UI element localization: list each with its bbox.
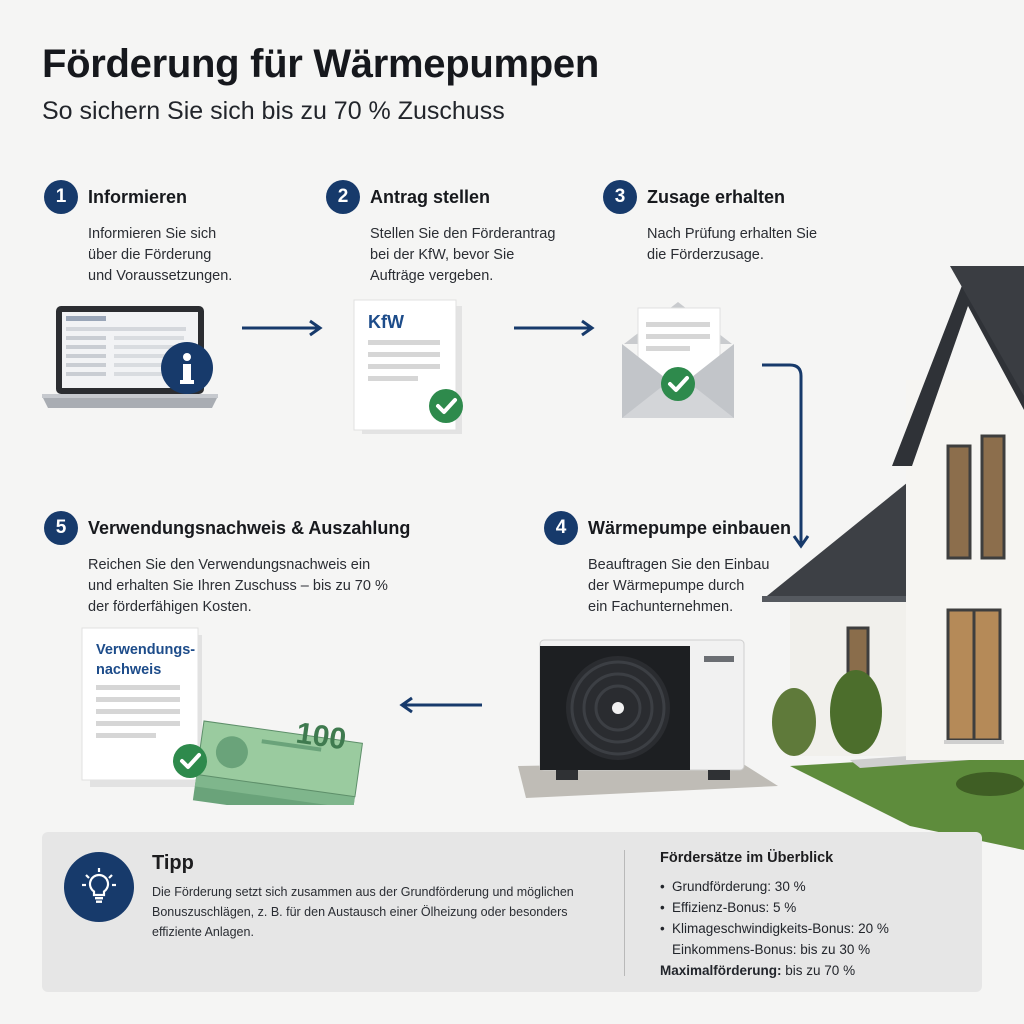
rates-max: Maximalförderung: bis zu 70 % (660, 963, 856, 978)
step-number: 4 (544, 511, 578, 545)
step-title: Zusage erhalten (647, 186, 786, 207)
arrow-left-icon (399, 696, 482, 714)
arrow-right-icon (242, 319, 323, 337)
list-item: Einkommens-Bonus: bis zu 30 % (672, 942, 871, 957)
lightbulb-icon (64, 852, 134, 922)
list-item: Klimageschwindigkeits-Bonus: 20 % (660, 918, 889, 939)
step-number: 2 (326, 180, 360, 214)
arrow-right-icon (514, 319, 595, 337)
step-title: Antrag stellen (370, 186, 491, 207)
page-subtitle: So sichern Sie sich bis zu 70 % Zuschuss (42, 97, 505, 125)
step-3: 3 Zusage erhalten Nach Prüfung erhalten … (603, 180, 817, 266)
step-description: Reichen Sie den Verwendungsnachweis ein … (88, 557, 388, 615)
step-description: Stellen Sie den Förderantrag bei der KfW… (370, 226, 556, 284)
envelope-check-icon (622, 302, 734, 418)
step-5: 5 Verwendungsnachweis & Auszahlung Reich… (44, 511, 410, 618)
step-description: Beauftragen Sie den Einbau der Wärmepump… (588, 557, 770, 615)
step-description: Informieren Sie sich über die Förderung … (88, 226, 233, 284)
list-item: Grundförderung: 30 % (660, 876, 889, 897)
kfw-logo: KfW (368, 312, 404, 332)
step-title: Verwendungsnachweis & Auszahlung (88, 517, 411, 538)
tip-box: Tipp Die Förderung setzt sich zusammen a… (42, 832, 982, 992)
house-illustration (762, 266, 1024, 850)
list-item: Effizienz-Bonus: 5 % (660, 897, 889, 918)
step-number: 1 (44, 180, 78, 214)
verwendungsnachweis-label: Verwendungs- nachweis (96, 642, 196, 678)
kfw-document-icon (353, 299, 463, 434)
rates-title: Fördersätze im Überblick (660, 850, 834, 866)
laptop-icon (42, 306, 218, 408)
divider (624, 850, 625, 976)
step-title: Informieren (88, 186, 188, 207)
document-money-icon (81, 627, 364, 805)
step-title: Wärmepumpe einbauen (588, 517, 792, 538)
step-number: 3 (603, 180, 637, 214)
step-description: Nach Prüfung erhalten Sie die Förderzusa… (647, 226, 818, 263)
step-1: 1 Informieren Informieren Sie sich über … (44, 180, 232, 287)
tip-text: Die Förderung setzt sich zusammen aus de… (152, 885, 574, 939)
rates-list: Grundförderung: 30 % Effizienz-Bonus: 5 … (660, 876, 889, 960)
page-title: Förderung für Wärmepumpen (42, 42, 599, 86)
tip-title: Tipp (152, 852, 194, 874)
step-2: 2 Antrag stellen Stellen Sie den Fördera… (326, 180, 555, 287)
step-4: 4 Wärmepumpe einbauen Beauftragen Sie de… (544, 511, 791, 618)
arrow-down-icon (762, 363, 810, 549)
info-icon (161, 342, 213, 394)
heat-pump-unit (518, 639, 778, 798)
step-number: 5 (44, 511, 78, 545)
banknote-value: 100 (294, 716, 349, 757)
